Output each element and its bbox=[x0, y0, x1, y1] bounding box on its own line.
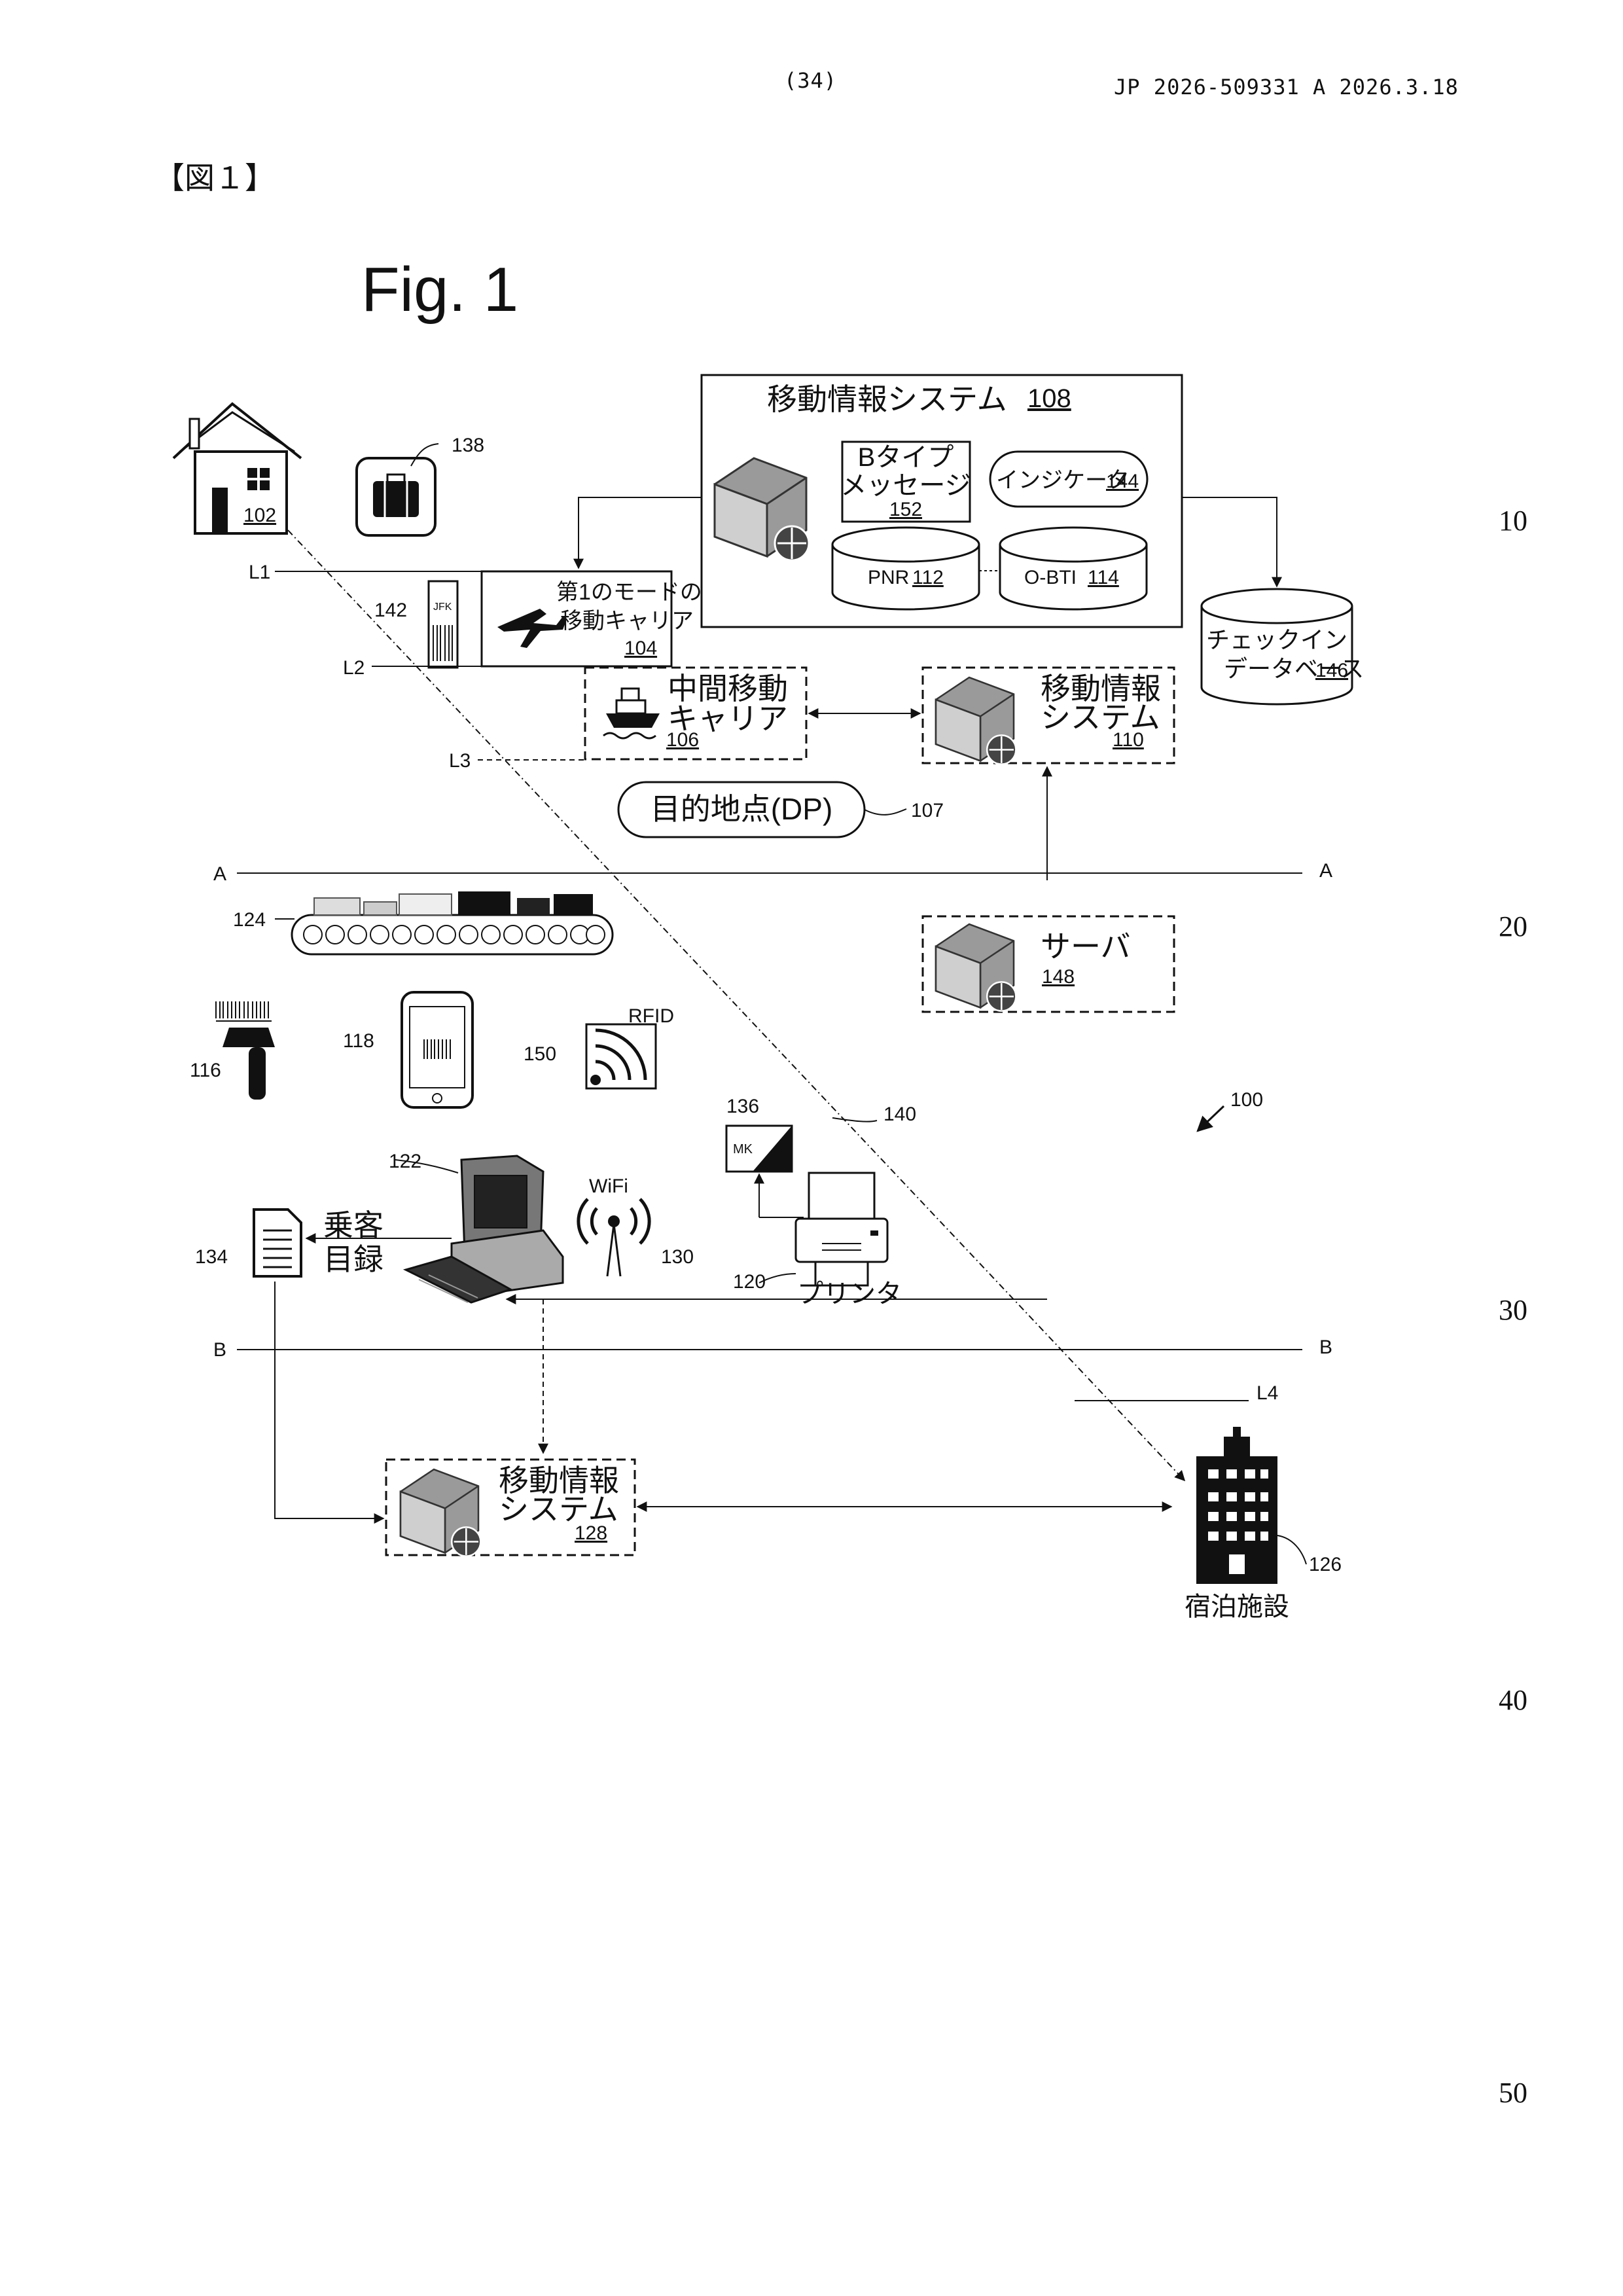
svg-text:152: 152 bbox=[889, 499, 922, 520]
luggage-ref: 138 bbox=[452, 435, 484, 456]
svg-text:システム: システム bbox=[499, 1492, 618, 1526]
svg-text:第1のモードの: 第1のモードの bbox=[556, 580, 702, 605]
printer-icon: プリンタ 120 bbox=[733, 1173, 902, 1308]
svg-text:目録: 目録 bbox=[323, 1242, 383, 1276]
destination-point: 目的地点(DP) 107 bbox=[618, 782, 944, 837]
svg-text:RFID: RFID bbox=[628, 1005, 674, 1027]
svg-text:106: 106 bbox=[666, 729, 699, 751]
mk-document-icon: MK 136 bbox=[726, 1096, 792, 1172]
line-label-b-right: B bbox=[1319, 1336, 1332, 1358]
checkin-database: チェックイン データベース 146 bbox=[1202, 589, 1364, 704]
svg-text:乗客: 乗客 bbox=[323, 1208, 383, 1242]
svg-text:104: 104 bbox=[624, 637, 657, 659]
wifi-icon: WiFi 130 bbox=[579, 1175, 694, 1276]
svg-text:114: 114 bbox=[1088, 567, 1119, 588]
svg-text:146: 146 bbox=[1315, 660, 1348, 681]
svg-text:124: 124 bbox=[233, 909, 266, 931]
line-label-l3: L3 bbox=[449, 750, 471, 772]
svg-text:126: 126 bbox=[1309, 1554, 1342, 1575]
home-ref: 102 bbox=[243, 505, 276, 526]
server-148: サーバ 148 bbox=[923, 916, 1174, 1012]
line-label-l1: L1 bbox=[249, 562, 270, 583]
luggage-icon: 138 bbox=[357, 435, 484, 535]
server-icon bbox=[715, 458, 809, 560]
home-icon: 102 bbox=[173, 404, 301, 533]
svg-text:136: 136 bbox=[726, 1096, 759, 1117]
svg-text:134: 134 bbox=[195, 1246, 228, 1268]
hotel-icon: 126 宿泊施設 bbox=[1185, 1427, 1342, 1621]
svg-text:JFK: JFK bbox=[433, 601, 452, 613]
line-label-l2: L2 bbox=[343, 657, 365, 679]
svg-text:122: 122 bbox=[389, 1151, 421, 1172]
svg-text:MK: MK bbox=[733, 1142, 753, 1157]
svg-text:144: 144 bbox=[1106, 471, 1139, 492]
path-ref: 140 bbox=[883, 1103, 916, 1125]
svg-text:118: 118 bbox=[343, 1030, 374, 1052]
svg-text:110: 110 bbox=[1113, 729, 1144, 751]
indicator-pill: インジケータ 144 bbox=[990, 452, 1147, 507]
system-ref: 100 bbox=[1230, 1089, 1263, 1111]
svg-text:112: 112 bbox=[912, 567, 944, 588]
svg-text:130: 130 bbox=[661, 1246, 694, 1268]
svg-text:中間移動: 中間移動 bbox=[668, 672, 788, 706]
svg-text:宿泊施設: 宿泊施設 bbox=[1185, 1592, 1289, 1621]
conveyor-icon: 124 bbox=[233, 891, 613, 954]
line-label-b: B bbox=[213, 1339, 226, 1361]
svg-text:サーバ: サーバ bbox=[1041, 929, 1131, 963]
btype-message-box: Bタイプ メッセージ 152 bbox=[840, 442, 971, 522]
tag-ref: 142 bbox=[374, 600, 407, 621]
line-label-a-right: A bbox=[1319, 860, 1332, 882]
svg-text:Bタイプ: Bタイプ bbox=[858, 443, 954, 472]
travel-system-108-label: 移動情報システム bbox=[767, 382, 1007, 416]
svg-text:WiFi: WiFi bbox=[589, 1175, 628, 1197]
bag-tag-icon: JFK 142 bbox=[374, 581, 457, 668]
line-label-l4: L4 bbox=[1257, 1382, 1278, 1404]
svg-text:PNR: PNR bbox=[868, 567, 909, 588]
travel-system-128: 移動情報 システム 128 bbox=[386, 1460, 635, 1556]
svg-text:116: 116 bbox=[190, 1060, 221, 1081]
svg-text:150: 150 bbox=[524, 1043, 556, 1065]
svg-text:O-BTI: O-BTI bbox=[1024, 567, 1077, 588]
svg-text:プリンタ: プリンタ bbox=[797, 1280, 902, 1308]
svg-text:移動キャリア: 移動キャリア bbox=[560, 609, 694, 634]
svg-text:148: 148 bbox=[1042, 966, 1075, 988]
barcode-scanner-icon: 116 bbox=[190, 1001, 275, 1100]
pnr-database: PNR 112 bbox=[832, 528, 979, 609]
first-mode-carrier: 第1のモードの 移動キャリア 104 bbox=[482, 571, 702, 666]
travel-system-110: 移動情報 システム 110 bbox=[923, 668, 1174, 764]
smartphone-icon: 118 bbox=[343, 992, 473, 1107]
svg-text:目的地点(DP): 目的地点(DP) bbox=[651, 792, 833, 826]
computer-icon: 122 bbox=[389, 1151, 563, 1302]
passenger-manifest-icon: 134 乗客 目録 bbox=[195, 1208, 383, 1276]
obti-database: O-BTI 114 bbox=[1000, 528, 1147, 609]
svg-text:メッセージ: メッセージ bbox=[840, 471, 971, 500]
travel-system-108-ref: 108 bbox=[1027, 384, 1071, 413]
svg-text:チェックイン: チェックイン bbox=[1206, 626, 1347, 653]
svg-text:107: 107 bbox=[911, 800, 944, 821]
svg-text:128: 128 bbox=[575, 1522, 607, 1544]
line-label-a: A bbox=[213, 863, 226, 885]
rfid-icon: RFID 150 bbox=[524, 1005, 674, 1088]
intermediate-carrier: 中間移動 キャリア 106 bbox=[585, 668, 806, 759]
